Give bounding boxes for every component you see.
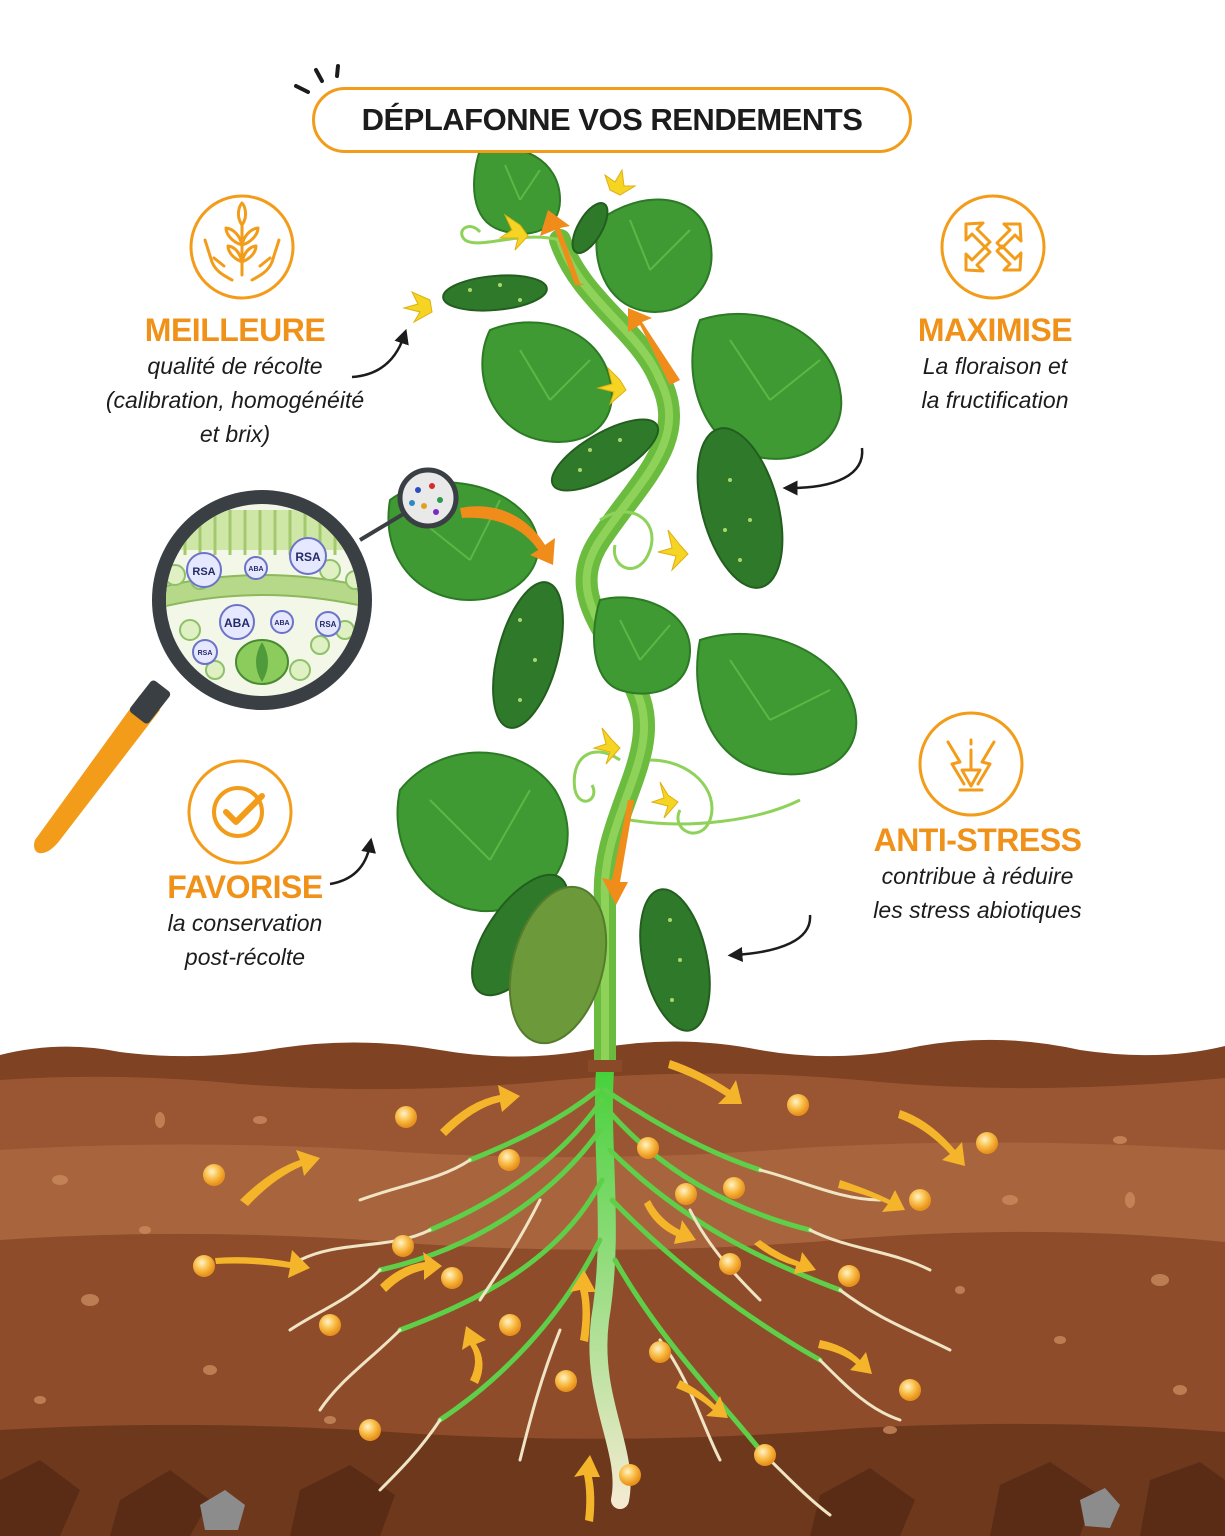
benefit-meilleure: MEILLEURE qualité de récolte (calibratio…	[60, 312, 410, 451]
sap-flow-arrows	[460, 210, 680, 905]
benefit-line: post-récolte	[184, 944, 306, 970]
benefit-favorise: FAVORISE la conservation post-récolte	[130, 869, 360, 974]
benefit-line: la fructification	[921, 387, 1069, 413]
lens-label-aba-1: ABA	[248, 566, 263, 573]
nutrient-particles	[193, 1094, 998, 1486]
title-banner: DÉPLAFONNE VOS RENDEMENTS	[312, 87, 912, 153]
lens-label-rsa-4: RSA	[198, 650, 213, 657]
benefit-title: ANTI-STRESS	[873, 822, 1082, 858]
expand-arrows-icon	[940, 194, 1046, 300]
benefit-anti-stress: ANTI-STRESS contribue à réduire les stre…	[840, 822, 1115, 927]
lens-label-aba-2: ABA	[224, 616, 250, 630]
benefit-title: MAXIMISE	[917, 312, 1073, 348]
benefit-line: et brix)	[199, 421, 271, 447]
nutrient-arrows	[215, 1060, 965, 1522]
check-circle-icon	[187, 759, 293, 865]
cucumber-plant	[387, 146, 858, 1072]
benefit-title: FAVORISE	[167, 869, 323, 905]
pointer-arrows	[329, 328, 864, 962]
lens-label-rsa-1: RSA	[192, 566, 215, 578]
page-title: DÉPLAFONNE VOS RENDEMENTS	[361, 102, 863, 137]
benefit-line: contribue à réduire	[881, 863, 1074, 889]
lightning-stress-icon	[918, 711, 1024, 817]
benefit-title: MEILLEURE	[144, 312, 326, 348]
lens-label-aba-3: ABA	[274, 620, 289, 627]
sparkle-marks	[294, 64, 340, 94]
lens-label-rsa-3: RSA	[320, 620, 337, 629]
molecule-bubbles	[186, 537, 341, 665]
benefit-line: (calibration, homogénéité	[105, 387, 365, 413]
benefit-line: les stress abiotiques	[873, 897, 1082, 923]
benefit-maximise: MAXIMISE La floraison et la fructificati…	[860, 312, 1130, 417]
benefit-line: La floraison et	[922, 353, 1068, 379]
benefit-line: qualité de récolte	[147, 353, 323, 379]
benefit-line: la conservation	[167, 910, 323, 936]
hands-plant-icon	[189, 194, 295, 300]
lens-label-rsa-2: RSA	[295, 550, 321, 564]
magnifier: RSA ABA RSA ABA ABA RSA RSA	[34, 467, 459, 854]
